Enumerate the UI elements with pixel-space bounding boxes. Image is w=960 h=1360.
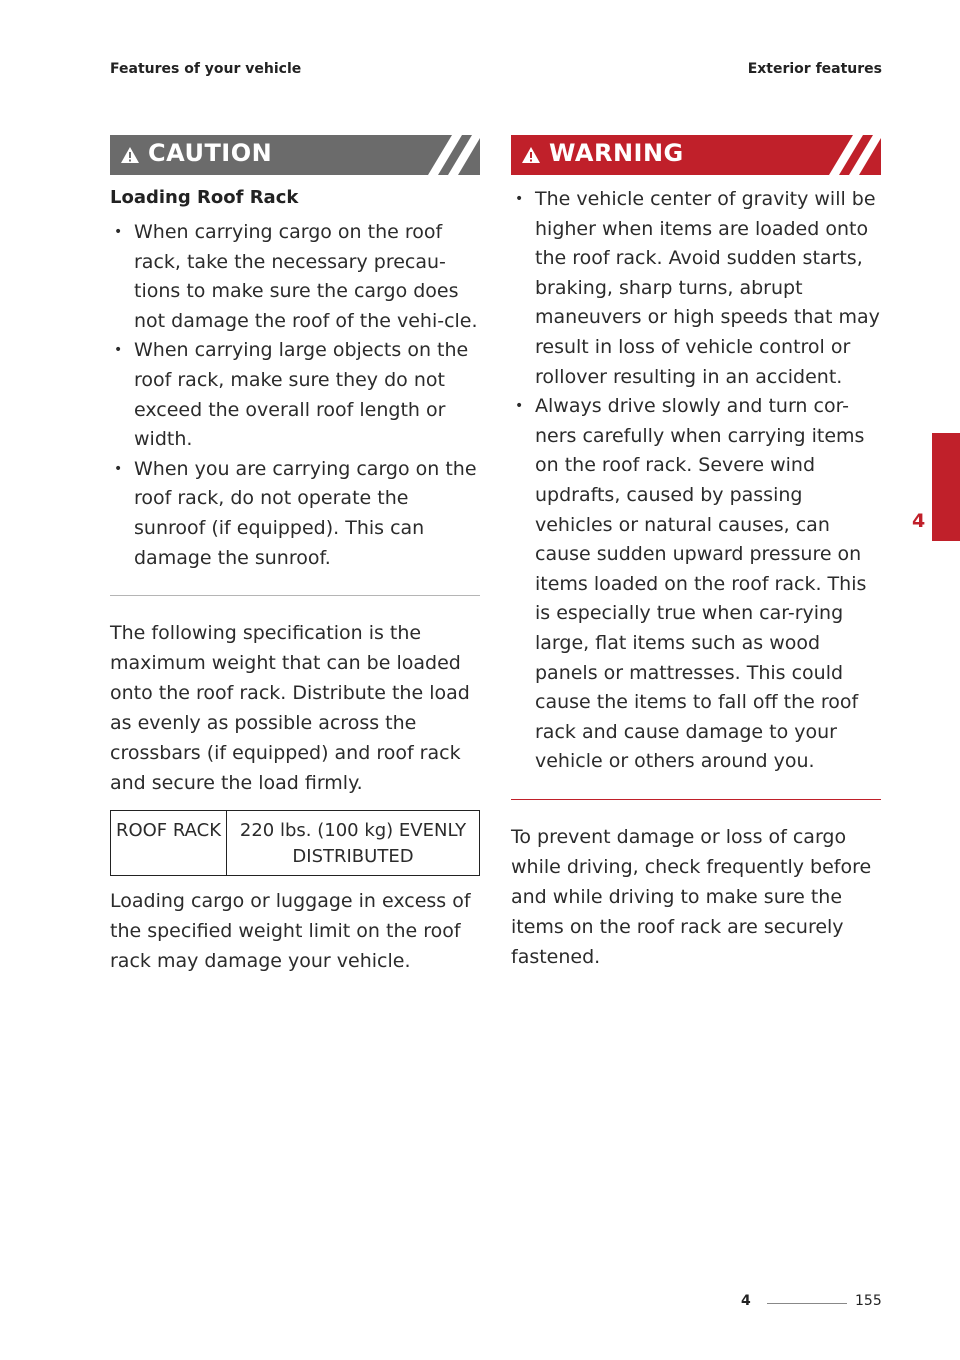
banner-slash-decoration [428, 135, 480, 175]
warning-label: WARNING [549, 139, 684, 167]
list-item: When you are carrying cargo on the roof … [110, 455, 480, 573]
warning-end-divider [511, 798, 881, 800]
banner-slash-decoration [829, 135, 881, 175]
list-item: Always drive slowly and turn cor-ners ca… [511, 392, 881, 777]
body-paragraph: Loading cargo or luggage in excess of th… [110, 890, 471, 973]
caution-title: Loading Roof Rack [110, 187, 299, 208]
running-header-right: Exterior features [747, 61, 882, 77]
chapter-tab-number: 4 [912, 510, 926, 532]
list-item: When carrying large objects on the roof … [110, 336, 480, 454]
caution-bullet-list: When carrying cargo on the roof rack, ta… [110, 218, 480, 573]
caution-end-divider [110, 595, 480, 597]
warning-triangle-icon [121, 147, 139, 163]
left-column: CAUTION Loading Roof Rack When carrying … [110, 135, 480, 976]
list-item: The vehicle center of gravity will be hi… [511, 185, 881, 392]
list-item: When carrying cargo on the roof rack, ta… [110, 218, 480, 336]
warning-triangle-icon [522, 147, 540, 163]
warning-bullet-list: The vehicle center of gravity will be hi… [511, 185, 881, 777]
spec-table: ROOF RACK 220 lbs. (100 kg) EVENLY DISTR… [110, 810, 480, 877]
body-paragraph: The following specification is the maxim… [110, 622, 470, 795]
caution-banner: CAUTION [110, 135, 480, 175]
footer-divider [767, 1303, 847, 1304]
footer-section-number: 4 [741, 1293, 751, 1309]
spec-label-cell: ROOF RACK [110, 810, 227, 877]
caution-label: CAUTION [148, 139, 273, 167]
warning-banner: WARNING [511, 135, 881, 175]
body-paragraph: To prevent damage or loss of cargo while… [511, 825, 872, 968]
spec-value-cell: 220 lbs. (100 kg) EVENLY DISTRIBUTED [226, 810, 480, 877]
right-column: WARNING The vehicle center of gravity wi… [511, 135, 881, 972]
chapter-tab [932, 433, 960, 541]
table-row: ROOF RACK 220 lbs. (100 kg) EVENLY DISTR… [110, 810, 480, 877]
running-header-left: Features of your vehicle [110, 61, 302, 77]
page-number: 155 [855, 1293, 882, 1309]
